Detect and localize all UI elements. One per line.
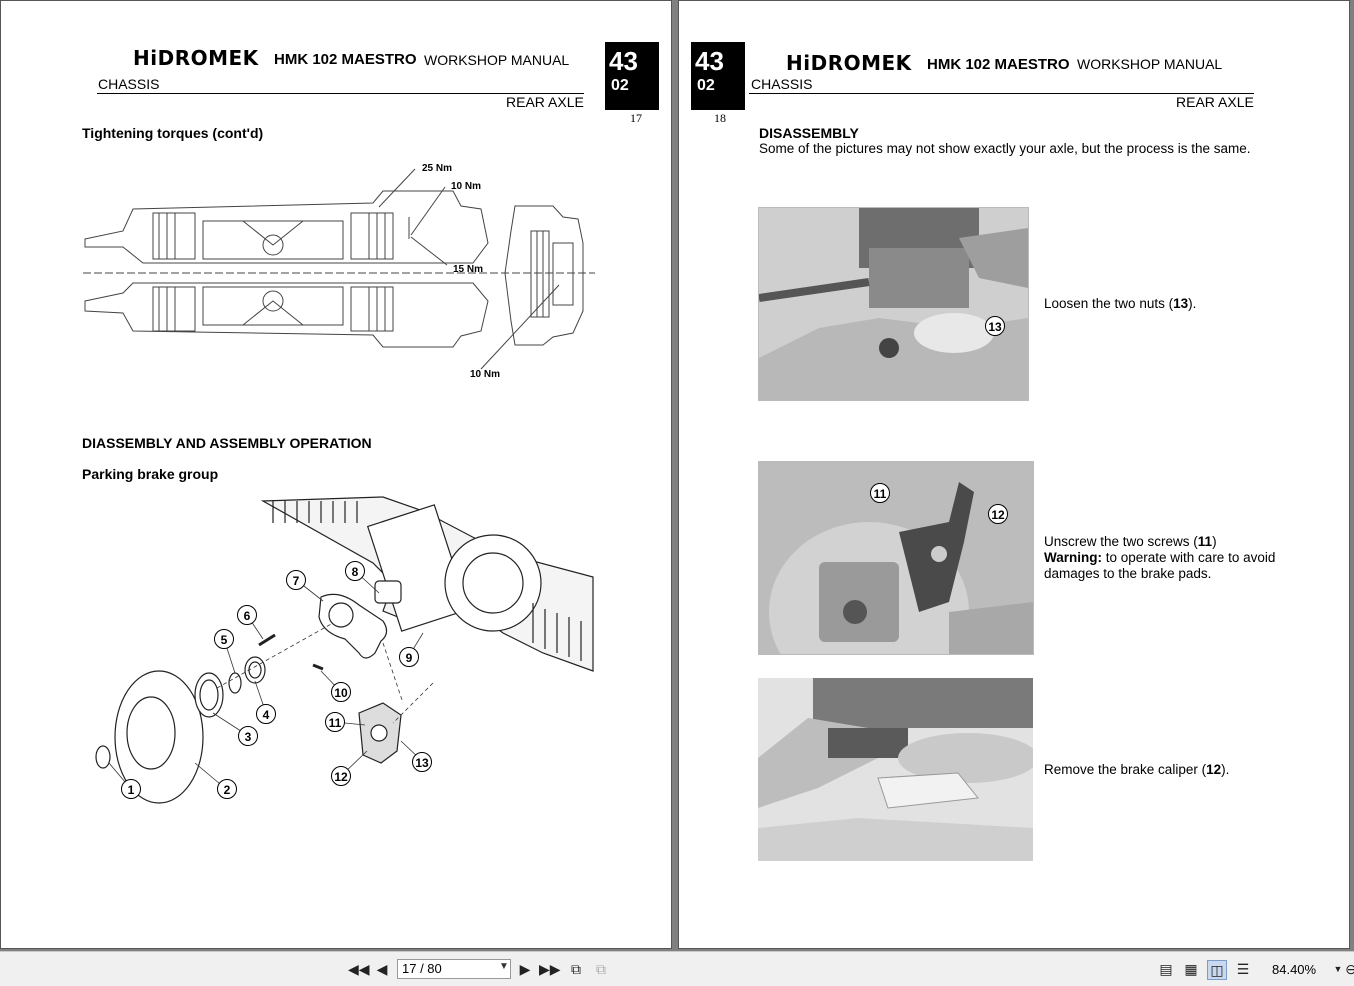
zoom-dropdown-icon[interactable]: ▼ [1333,964,1343,974]
diagram-callout: 12 [331,766,351,786]
diagram-callout: 11 [325,712,345,732]
parking-brake-diagram [95,496,594,804]
diagram-callout: 9 [399,647,419,667]
heading-torques: Tightening torques (cont'd) [82,125,264,141]
diagram-callout: 4 [256,704,276,724]
header-rule [749,93,1254,94]
single-page-icon[interactable]: ▤ [1159,961,1173,977]
section-number: 02 [611,77,629,94]
photo-remove-caliper [758,678,1033,861]
continuous-facing-icon[interactable]: ☰ [1236,961,1250,977]
page-number: 17 [630,111,642,125]
heading-group: Parking brake group [82,466,219,482]
step-text: Loosen the two nuts (13). [1044,296,1197,311]
manual-title: WORKSHOP MANUAL [424,52,570,68]
diagram-callout: 5 [214,629,234,649]
torque-label: 10 Nm [451,181,481,192]
continuous-page-icon[interactable]: ▦ [1184,961,1198,977]
model-name: HMK 102 MAESTRO [274,51,417,68]
chapter-number: 43 [695,46,724,76]
diagram-callout: 6 [237,605,257,625]
zoom-level[interactable]: 84.40% [1272,962,1317,977]
torque-label: 15 Nm [453,264,483,275]
brand-logo: HiDROMEK [133,46,259,70]
go-back-icon[interactable]: ⧉ [571,961,581,977]
facing-pages-icon[interactable]: ◫ [1207,960,1227,980]
subsection-title: REAR AXLE [1176,94,1254,110]
model-name: HMK 102 MAESTRO [927,56,1070,73]
heading-disassembly: DISASSEMBLY [759,125,859,141]
page-number: 18 [714,111,726,125]
torque-label: 25 Nm [422,163,452,174]
intro-text: Some of the pictures may not show exactl… [759,141,1251,156]
chapter-box: 43 02 [605,42,659,110]
viewer-toolbar: ◀◀ ◀ 17 / 80 ▼ ▶ ▶▶ ⧉ ⧉ ▤ ▦ ◫ ☰ 84.40% ▼… [0,951,1354,986]
first-page-icon[interactable]: ◀◀ [348,961,370,977]
document-page-left: HiDROMEK HMK 102 MAESTRO WORKSHOP MANUAL… [0,0,672,949]
chapter-box: 43 02 [691,42,745,110]
last-page-icon[interactable]: ▶▶ [539,961,561,977]
section-number: 02 [697,77,715,94]
torque-diagram: 25 Nm 10 Nm 15 Nm 10 Nm [83,163,595,380]
step-text: Remove the brake caliper (12). [1044,762,1230,777]
chevron-down-icon[interactable]: ▼ [499,961,509,972]
photo-unscrew-screws: 11 12 [758,461,1034,655]
torque-label: 10 Nm [470,369,500,380]
section-title: CHASSIS [751,76,813,92]
header-rule [97,93,584,94]
manual-title: WORKSHOP MANUAL [1077,56,1223,72]
diagram-callout: 10 [331,682,351,702]
heading-operation: DIASSEMBLY AND ASSEMBLY OPERATION [82,435,372,451]
diagram-callout: 7 [286,570,306,590]
brand-logo: HiDROMEK [786,51,912,75]
zoom-out-icon[interactable]: ⊖ [1345,961,1354,977]
diagram-callout: 3 [238,726,258,746]
step-text: Unscrew the two screws (11) Warning: to … [1044,534,1276,581]
diagram-callout: 2 [217,779,237,799]
photo-callout: 11 [870,483,890,503]
section-title: CHASSIS [98,76,160,92]
photo-callout: 13 [985,316,1005,336]
document-page-right: 43 02 HiDROMEK HMK 102 MAESTRO WORKSHOP … [678,0,1350,949]
photo-loosen-nuts: 13 [758,207,1029,401]
prev-page-icon[interactable]: ◀ [376,961,388,977]
photo-callout: 12 [988,504,1008,524]
go-forward-icon[interactable]: ⧉ [596,961,606,977]
chapter-number: 43 [609,46,638,76]
subsection-title: REAR AXLE [506,94,584,110]
diagram-callout: 1 [121,779,141,799]
diagram-callout: 8 [345,561,365,581]
page-number-field[interactable]: 17 / 80 [397,959,511,979]
next-page-icon[interactable]: ▶ [519,961,531,977]
diagram-callout: 13 [412,752,432,772]
